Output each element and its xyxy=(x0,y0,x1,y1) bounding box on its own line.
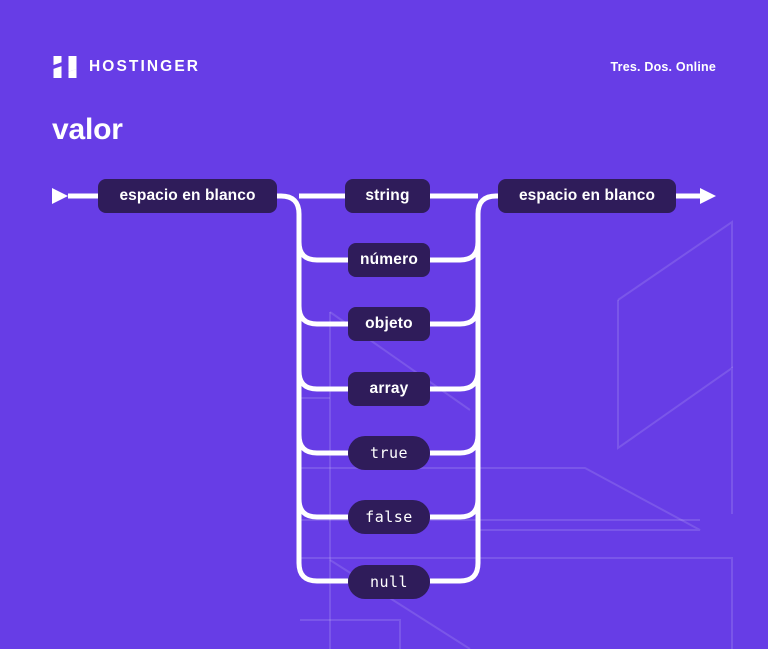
node-suffix-whitespace[interactable]: espacio en blanco xyxy=(498,179,676,213)
node-numero[interactable]: número xyxy=(348,243,430,277)
rail-left-branch-objeto xyxy=(296,305,348,327)
node-label: null xyxy=(369,573,409,591)
rail-left-branch-numero xyxy=(296,241,348,263)
brand-name: HOSTINGER xyxy=(89,58,201,75)
node-label: espacio en blanco xyxy=(518,187,656,204)
rail-right-branch-true xyxy=(430,424,481,456)
node-objeto[interactable]: objeto xyxy=(348,307,430,341)
node-label: true xyxy=(369,444,409,462)
rail-left-branch-true xyxy=(296,434,348,456)
rail-right-branch-false xyxy=(430,489,481,520)
node-label: array xyxy=(369,380,409,397)
header-bar: HOSTINGER Tres. Dos. Online xyxy=(52,52,716,82)
node-false[interactable]: false xyxy=(348,500,430,534)
rail-right-branch-objeto xyxy=(430,296,481,327)
rail-left-trunk xyxy=(277,193,348,584)
tagline: Tres. Dos. Online xyxy=(610,60,716,74)
node-null[interactable]: null xyxy=(348,565,430,599)
end-arrow-icon xyxy=(700,188,716,204)
brand-lockup: HOSTINGER xyxy=(52,54,200,80)
node-label: número xyxy=(359,251,419,268)
start-arrow-icon xyxy=(52,188,68,204)
node-true[interactable]: true xyxy=(348,436,430,470)
node-prefix-whitespace[interactable]: espacio en blanco xyxy=(98,179,277,213)
page-title: valor xyxy=(52,113,123,146)
node-label: espacio en blanco xyxy=(119,187,256,204)
node-label: objeto xyxy=(365,315,413,332)
node-label: string xyxy=(365,187,410,204)
rail-left-branch-array xyxy=(296,370,348,392)
node-label: false xyxy=(365,508,413,526)
node-string[interactable]: string xyxy=(345,179,430,213)
rail-right-trunk xyxy=(430,193,499,584)
rail-right-branch-numero xyxy=(430,214,481,263)
node-array[interactable]: array xyxy=(348,372,430,406)
rail-right-branch-array xyxy=(430,360,481,392)
hostinger-h-logo-icon xyxy=(53,56,77,78)
rail-left-branch-false xyxy=(296,498,348,520)
